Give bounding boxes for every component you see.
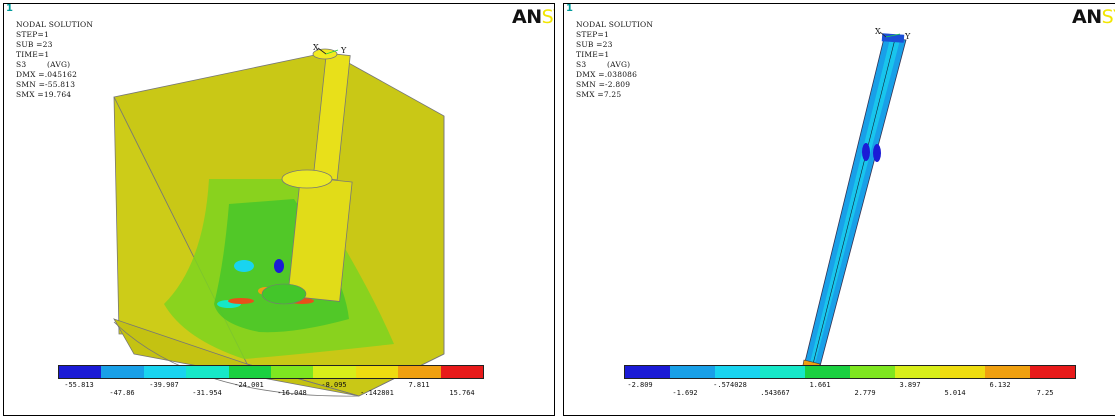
shaft-step-cap (281, 169, 333, 189)
info-line: S3 (AVG) (576, 60, 631, 69)
min-marker (274, 259, 284, 273)
left-viewport[interactable]: 1 NODAL SOLUTION STEP=1 SUB =23 TIME=1 S… (3, 3, 555, 416)
legend-label: -.574028 (713, 381, 747, 389)
axis-line (325, 49, 339, 55)
window-number: 1 (566, 3, 573, 14)
info-line: STEP=1 (16, 30, 49, 39)
legend-label: 15.764 (449, 389, 475, 397)
legend-labels: -55.813 -39.907 -24.001 -8.095 7.811 -47… (58, 381, 482, 411)
legend-label: -31.954 (192, 389, 222, 397)
legend-label: -39.907 (149, 381, 179, 389)
legend-swatch (940, 366, 985, 378)
info-line: SUB =23 (576, 40, 613, 49)
legend-swatch (313, 366, 356, 378)
info-line: NODAL SOLUTION (16, 20, 94, 29)
legend-swatch (228, 366, 272, 378)
legend-label: -47.86 (109, 389, 135, 397)
shaft-bottom (261, 283, 307, 305)
info-line: SMX =7.25 (576, 90, 622, 99)
info-line: STEP=1 (576, 30, 609, 39)
contour-red-patch (228, 298, 254, 304)
legend-label: -24.001 (234, 381, 264, 389)
legend-label: 7.811 (408, 381, 430, 389)
contour-blue-patch (873, 144, 881, 162)
right-viewport[interactable]: 1 NODAL SOLUTION STEP=1 SUB =23 TIME=1 S… (563, 3, 1115, 416)
axis-x-label: X (313, 43, 319, 52)
legend-swatch (101, 366, 144, 378)
legend-label: -.142801 (360, 389, 394, 397)
info-line: DMX =.038086 (576, 70, 638, 79)
legend-label: 6.132 (989, 381, 1011, 389)
info-line: TIME=1 (16, 50, 50, 59)
legend-swatch (850, 366, 895, 378)
legend-label: -1.692 (672, 389, 698, 397)
info-line: SUB =23 (16, 40, 53, 49)
legend-swatch (271, 366, 314, 378)
legend-swatch (143, 366, 187, 378)
legend-swatch (59, 366, 102, 378)
legend-swatch (625, 366, 670, 378)
color-legend (58, 365, 484, 379)
legend-swatch (985, 366, 1030, 378)
legend-swatch (1030, 366, 1075, 378)
rod-side-highlight (809, 39, 900, 368)
contour-blue-patch (862, 143, 870, 161)
legend-swatch (186, 366, 229, 378)
legend-swatch (398, 366, 441, 378)
info-line: SMX =19.764 (16, 90, 72, 99)
legend-swatch (895, 366, 940, 378)
axis-y-label: Y (904, 32, 911, 41)
info-line: TIME=1 (576, 50, 610, 59)
window-number: 1 (6, 3, 13, 14)
solution-info: NODAL SOLUTION STEP=1 SUB =23 TIME=1 S3 … (16, 20, 93, 100)
legend-swatch (670, 366, 715, 378)
legend-label: 1.661 (809, 381, 831, 389)
solution-info: NODAL SOLUTION STEP=1 SUB =23 TIME=1 S3 … (576, 20, 653, 100)
info-line: SMN =-2.809 (576, 80, 631, 89)
model-view: X Y (113, 43, 445, 397)
ansys-logo: ANSYS (512, 6, 554, 28)
axis-x-label: X (875, 27, 881, 36)
axis-line (879, 31, 887, 38)
legend-swatch (760, 366, 805, 378)
legend-labels: -2.809 -.574028 1.661 3.897 6.132 -1.692… (624, 381, 1074, 411)
legend-label: -55.813 (64, 381, 94, 389)
axis-y-label: Y (340, 46, 347, 55)
contour-cyan-patch (234, 260, 254, 272)
legend-label: 5.014 (944, 389, 966, 397)
legend-swatch (440, 366, 484, 378)
info-line: NODAL SOLUTION (576, 20, 654, 29)
axis-line (317, 47, 327, 55)
legend-label: -2.809 (627, 381, 653, 389)
shaft-top-cap (312, 48, 338, 60)
legend-swatch (715, 366, 760, 378)
legend-label: -16.048 (277, 389, 307, 397)
legend-label: 2.779 (854, 389, 876, 397)
legend-label: -8.095 (321, 381, 347, 389)
rod-top-cap (881, 33, 905, 43)
info-line: S3 (AVG) (16, 60, 71, 69)
color-legend (624, 365, 1076, 379)
rod-edge (811, 38, 896, 369)
axis-line (885, 33, 901, 38)
legend-label: .543667 (760, 389, 790, 397)
legend-label: 7.25 (1036, 389, 1054, 397)
legend-swatch (355, 366, 399, 378)
ansys-logo: ANSYS (1072, 6, 1115, 28)
legend-label: 3.897 (899, 381, 921, 389)
model-view: X Y (801, 27, 911, 373)
info-line: SMN =-55.813 (16, 80, 76, 89)
legend-swatch (805, 366, 850, 378)
info-line: DMX =.045162 (16, 70, 78, 79)
